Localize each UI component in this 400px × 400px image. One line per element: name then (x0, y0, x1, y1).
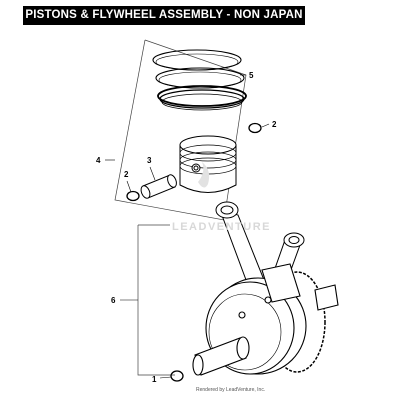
callout-6: 6 (111, 296, 116, 305)
callout-2-left: 2 (124, 170, 129, 179)
retaining-clips (126, 122, 262, 202)
callout-4: 4 (96, 156, 101, 165)
piston (179, 135, 237, 193)
watermark: LEADVENTURE (172, 162, 271, 233)
piston-rings (152, 49, 247, 111)
footer-credit: Rendered by LeadVenture, Inc. (196, 387, 266, 393)
piston-pin (140, 174, 177, 199)
callout-1: 1 (152, 375, 157, 384)
snap-ring (170, 370, 184, 382)
leader-lines (105, 74, 270, 379)
callout-2-right: 2 (272, 120, 277, 129)
svg-text:LEADVENTURE: LEADVENTURE (172, 221, 271, 233)
diagram-title: PISTONS & FLYWHEEL ASSEMBLY - NON JAPAN (23, 6, 305, 25)
callout-5: 5 (249, 71, 254, 80)
callout-3: 3 (147, 156, 152, 165)
bracket-6-frame (137, 225, 175, 376)
flywheel (192, 263, 339, 376)
